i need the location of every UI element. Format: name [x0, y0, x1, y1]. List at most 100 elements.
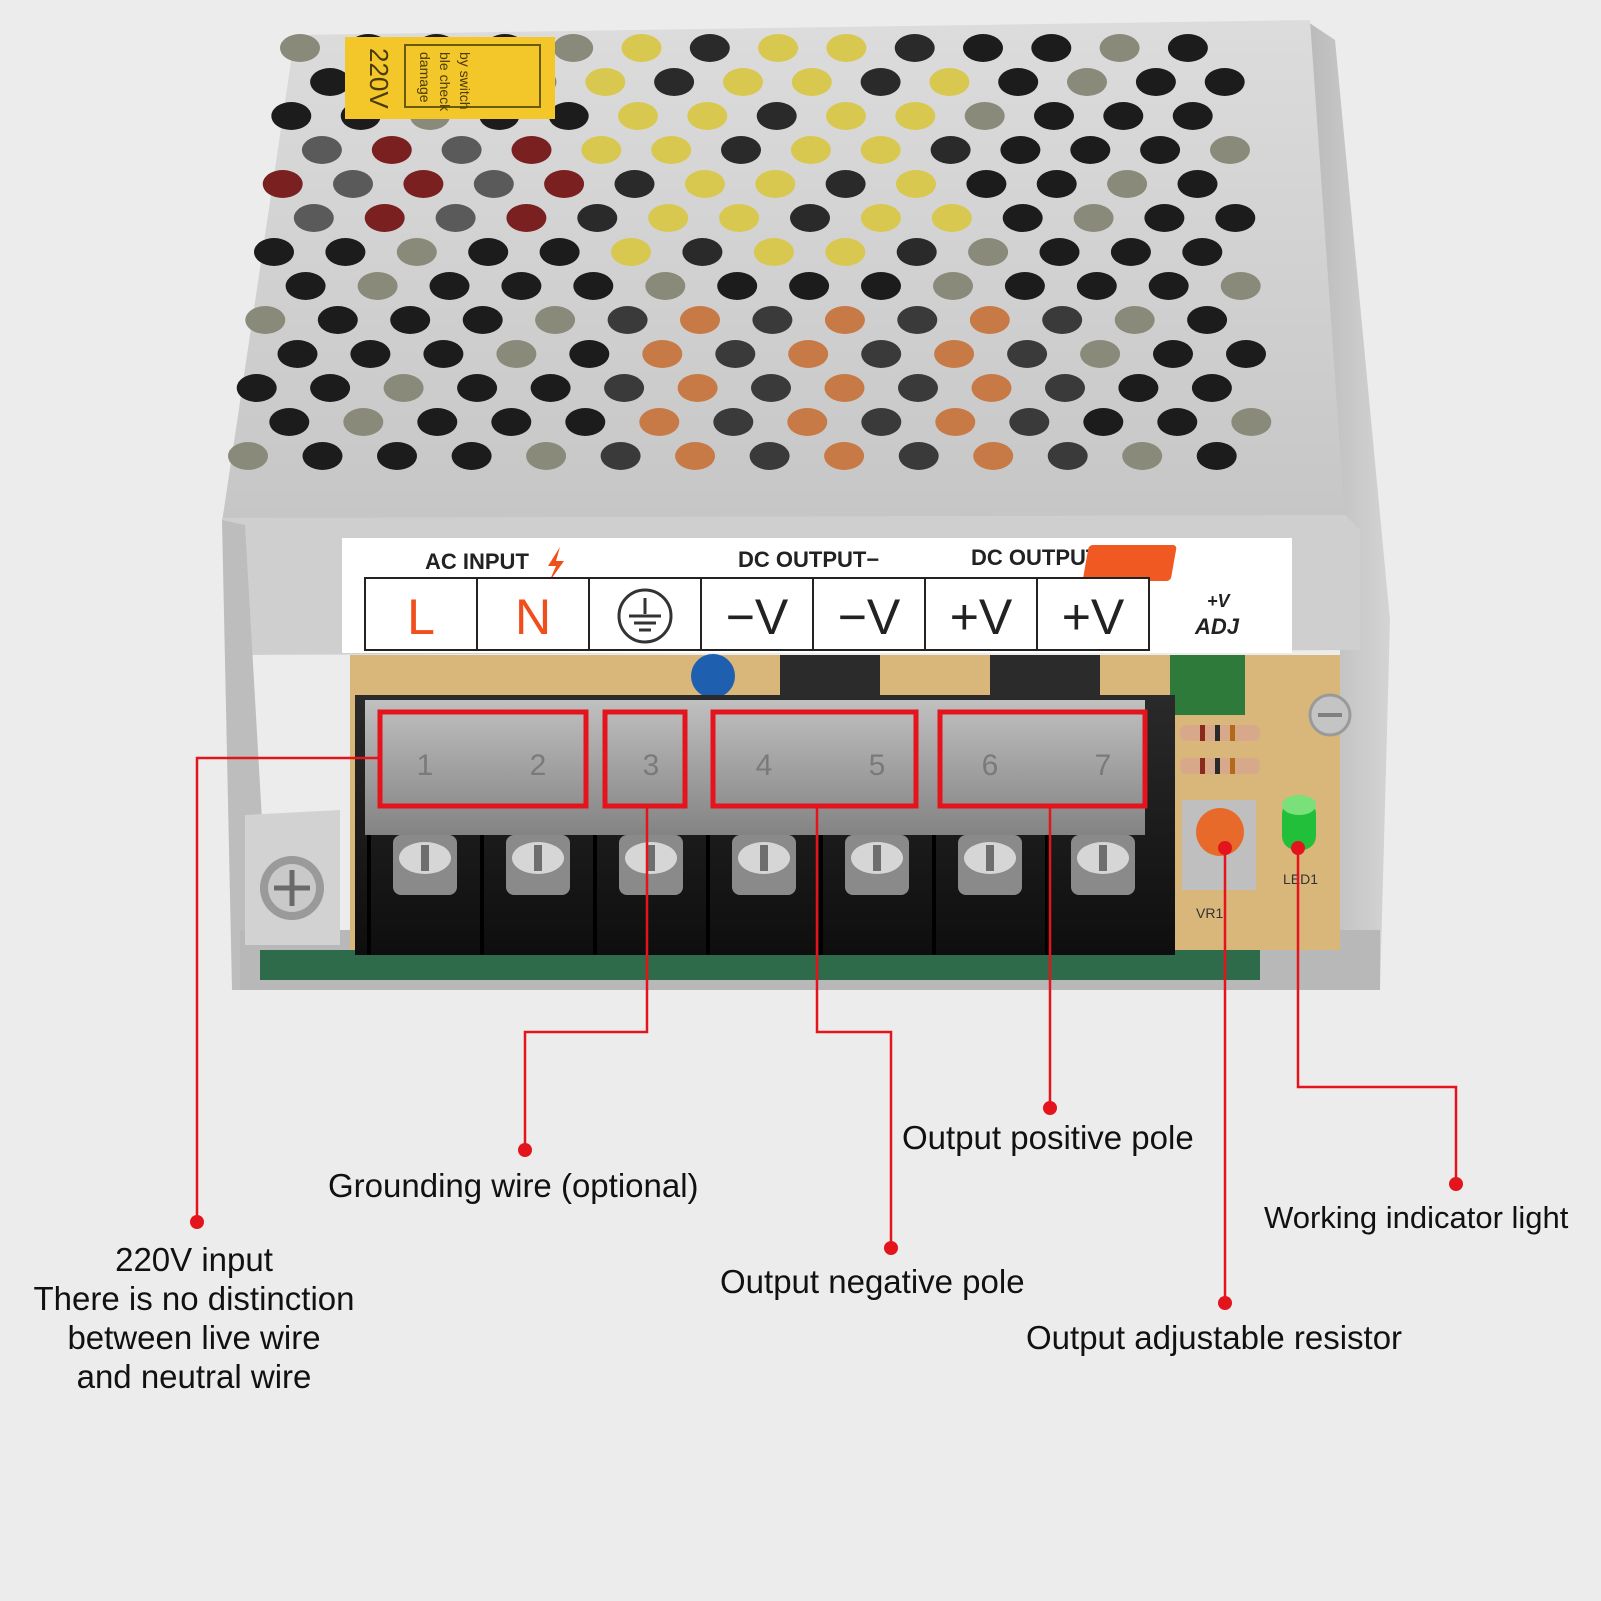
vent-hole [969, 306, 1010, 334]
mount-screw [260, 856, 324, 920]
vent-hole [651, 136, 692, 164]
vent-hole [1045, 374, 1085, 402]
vent-hole [1144, 204, 1185, 232]
vent-hole [677, 374, 718, 402]
terminal-screw[interactable] [819, 835, 909, 955]
callout-input: 220V input There is no distinction betwe… [0, 1240, 388, 1396]
vent-hole [1215, 204, 1256, 232]
terminal-screw[interactable] [1045, 835, 1135, 955]
terminal-symbol: +V [950, 589, 1013, 645]
vent-hole [973, 442, 1014, 470]
terminal-screw[interactable] [932, 835, 1022, 955]
terminal-screw[interactable] [593, 835, 683, 955]
vent-hole [935, 408, 976, 436]
warning-sticker: 220V damage ble check by switch [345, 37, 555, 119]
vent-hole [788, 340, 829, 368]
vent-hole [929, 68, 970, 96]
capacitor-1 [780, 655, 880, 695]
vent-hole [535, 306, 576, 334]
vent-hole [933, 272, 973, 300]
vent-hole [861, 340, 902, 368]
vent-hole [719, 204, 760, 232]
vr-label: VR1 [1196, 905, 1223, 921]
vent-hole [1036, 170, 1077, 198]
vent-hole [723, 68, 763, 96]
vent-hole [934, 340, 975, 368]
vent-hole [1110, 238, 1151, 266]
vent-hole [751, 374, 791, 402]
vent-hole [1083, 408, 1124, 436]
vent-hole [607, 306, 648, 334]
dc-output-neg-label: DC OUTPUT− [738, 547, 879, 572]
vent-hole [895, 102, 936, 130]
vent-hole [548, 102, 589, 130]
terminal-screw[interactable] [706, 835, 796, 955]
vent-hole [789, 272, 830, 300]
vent-hole [1153, 340, 1193, 368]
vent-hole [1073, 204, 1114, 232]
vent-hole [898, 442, 939, 470]
vent-hole [585, 68, 626, 96]
callout-overlay [190, 709, 1463, 1310]
vent-hole [611, 238, 651, 266]
terminal-screw[interactable] [367, 835, 457, 955]
vent-hole [526, 442, 567, 470]
vent-hole [715, 340, 756, 368]
vent-hole [435, 204, 476, 232]
vent-hole [713, 408, 754, 436]
vent-hole [317, 306, 358, 334]
vent-hole [429, 272, 470, 300]
vent-hole [897, 306, 938, 334]
vent-hole [451, 442, 492, 470]
vent-hole [860, 204, 901, 232]
vent-hole [462, 306, 503, 334]
vent-hole [1031, 34, 1072, 62]
callout-indicator: Working indicator light [1264, 1200, 1569, 1235]
vent-hole [364, 204, 405, 232]
capacitor-2 [990, 655, 1100, 695]
green-component [1170, 655, 1245, 715]
vent-hole [1231, 408, 1272, 436]
sticker-voltage: 220V [364, 48, 394, 109]
vent-hole [1114, 306, 1155, 334]
vent-hole [1076, 272, 1117, 300]
vent-hole [269, 408, 310, 436]
vent-hole [826, 102, 866, 130]
vent-hole [930, 136, 971, 164]
sticker-line-1: damage [417, 52, 433, 103]
vent-hole [931, 204, 972, 232]
vent-hole [1177, 170, 1218, 198]
vent-hole [717, 272, 758, 300]
vent-hole [511, 136, 552, 164]
vent-hole [301, 136, 342, 164]
leader-indicator-dot [1449, 1177, 1463, 1191]
leader-negative-dot [884, 1241, 898, 1255]
vent-hole [468, 238, 509, 266]
vent-hole [280, 34, 320, 62]
terminal-screw[interactable] [480, 835, 570, 955]
vent-hole [825, 170, 866, 198]
vent-hole [894, 34, 935, 62]
terminal-number: 2 [530, 749, 547, 782]
leader-positive-dot [1043, 1101, 1057, 1115]
sticker-line-3: by switch [457, 52, 473, 110]
vent-hole [1002, 204, 1043, 232]
lightning-icon [548, 547, 564, 582]
vent-hole [756, 102, 797, 130]
vent-hole [277, 340, 318, 368]
callout-input-line-3: between live wire [67, 1319, 321, 1356]
terminal-symbol: +V [1062, 589, 1125, 645]
callout-input-line-1: 220V input [115, 1241, 273, 1278]
leader-negative [815, 806, 893, 1248]
vent-hole [271, 102, 312, 130]
ac-dc-badge-bg [1083, 545, 1177, 581]
adj-bottom-label: ADJ [1194, 614, 1240, 639]
vent-hole [390, 306, 431, 334]
vent-hole [1067, 68, 1107, 96]
sticker-line-2: ble check [437, 52, 453, 112]
vent-hole [377, 442, 417, 470]
leader-indicator [1296, 848, 1458, 1184]
